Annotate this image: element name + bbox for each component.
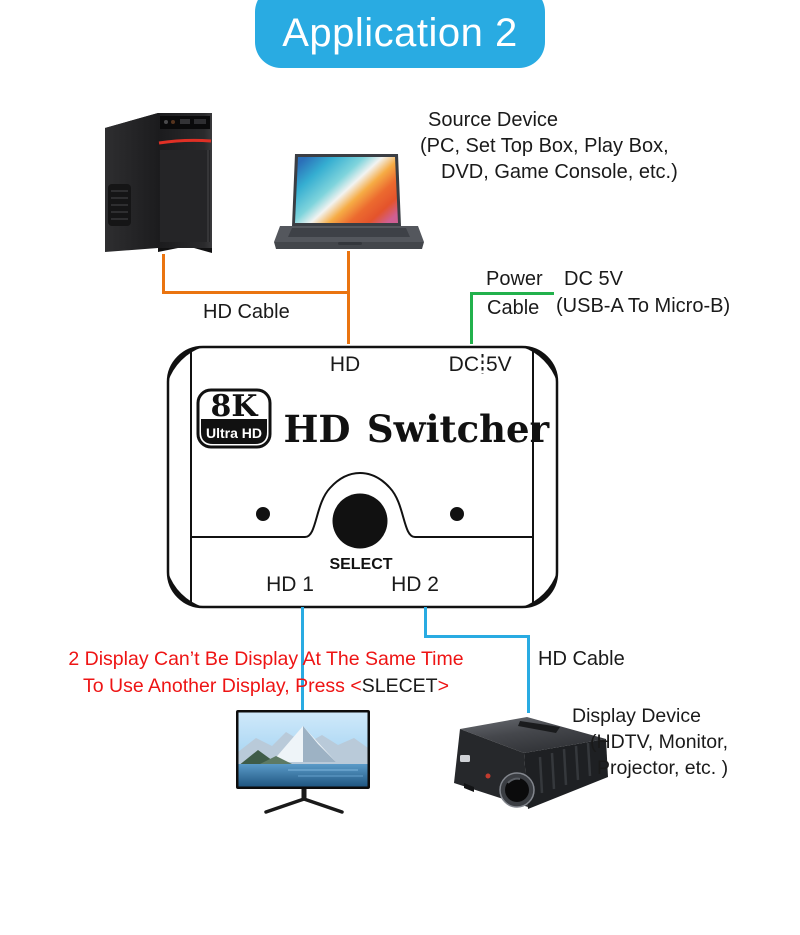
source-device-caption: Source Device (PC, Set Top Box, Play Box… [420,107,678,185]
hd-cable-line-horizontal [161,291,350,294]
select-button [332,493,388,549]
hd-cable-line-monitor [300,607,304,713]
source-device-line3: DVD, Game Console, etc.) [441,161,678,183]
hd-cable-line-pc [161,254,165,294]
source-device-line2: (PC, Set Top Box, Play Box, [420,135,669,157]
display-device-title: Display Device [572,705,701,727]
badge-ultra-hd-text: Ultra HD [206,425,262,441]
warning-line1: 2 Display Can’t Be Display At The Same T… [68,648,464,670]
projector-top [460,717,606,753]
badge-8k-text: 8K [211,389,259,424]
dc-port-dc-label: DC [449,353,479,376]
brand-hd-text: HD [283,407,350,451]
hd-switcher-device: HD DC 5V 8K Ultra HD HD Switcher SELECT … [166,345,559,609]
corner-accent-tl [168,347,203,382]
projector-logo [460,755,470,762]
projector-power-led [485,773,491,779]
laptop-image [274,154,424,249]
projector-image [454,717,608,809]
input-port-hd-label: HD [330,353,360,376]
brand-switcher-text: Switcher [367,407,550,451]
hd-cable-line-projector [526,635,530,713]
power-word: Power [486,268,543,290]
warning-text: 2 Display Can’t Be Display At The Same T… [40,646,492,700]
usb-spec-label: (USB-A To Micro-B) [556,295,731,317]
power-cable-line-vertical [470,292,473,344]
hd-cable-line-laptop [346,251,350,344]
slecet-word: SLECET [361,675,438,697]
display-device-line2: (HDTV, Monitor, [590,731,728,753]
laptop-wallpaper [295,157,398,223]
warning-line2: To Use Another Display, Press <SLECET> [83,675,449,697]
corner-accent-br [522,572,557,607]
monitor-stand [301,789,307,800]
select-label: SELECT [329,556,392,573]
power-cable-line-horizontal [470,292,554,295]
hd-cable-line-hd2-drop [423,607,427,638]
title-banner: Application 2 [255,0,545,68]
front-edge-line [191,471,533,538]
pc-tower-image [105,113,212,253]
monitor-image [236,710,370,814]
page-title: Application 2 [282,10,518,55]
dc-port-5v-label: 5V [486,353,512,376]
display-device-line3: Projector, etc. ) [597,757,729,779]
monitor-wallpaper [238,712,368,787]
source-device-title: Source Device [428,109,559,131]
corner-accent-tr [522,347,557,382]
hd-cable-line-hd2-horizontal [423,635,530,638]
led-indicator-1 [256,507,270,521]
cable-word: Cable [487,297,540,319]
hd-cable-right-label: HD Cable [538,648,625,670]
pc-red-stripe [158,138,212,145]
badge-8k-ultra-hd: 8K Ultra HD [196,388,272,449]
corner-accent-bl [168,572,203,607]
dc-5v-label: DC 5V [564,268,623,290]
led-indicator-2 [450,507,464,521]
display-device-caption: Display Device (HDTV, Monitor, Projector… [572,703,728,781]
output-hd1-label: HD 1 [266,573,314,596]
hd-cable-top-label: HD Cable [203,301,290,323]
output-hd2-label: HD 2 [391,573,439,596]
